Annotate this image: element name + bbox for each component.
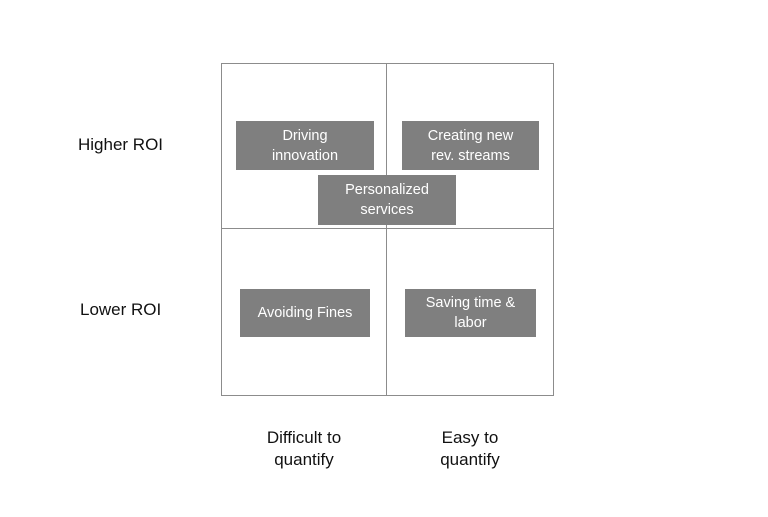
difficult-to-quantify-label: Difficult to quantify [239, 427, 369, 471]
creating-new-rev-streams-box: Creating new rev. streams [402, 121, 539, 170]
easy-to-quantify-line-1: Easy to [441, 428, 499, 447]
personalized-services-line-1: Personalized [345, 182, 429, 198]
saving-time-labor-box: Saving time & labor [405, 289, 536, 337]
driving-innovation-line-1: Driving [282, 127, 328, 144]
creating-new-rev-streams-line-2: rev. streams [431, 147, 510, 164]
easy-to-quantify-label: Easy to quantify [405, 427, 535, 471]
higher-roi-label: Higher ROI [78, 135, 164, 154]
avoiding-fines-line-1: Avoiding Fines [257, 305, 353, 321]
avoiding-fines-box: Avoiding Fines [240, 289, 370, 337]
personalized-services-box: Personalized services [318, 175, 456, 225]
creating-new-rev-streams-line-1: Creating new [427, 127, 514, 144]
driving-innovation-line-2: innovation [271, 147, 339, 164]
difficult-to-quantify-line-2: quantify [274, 450, 334, 469]
difficult-to-quantify-line-1: Difficult to [266, 428, 342, 447]
driving-innovation-box: Driving innovation [236, 121, 374, 170]
lower-roi-label: Lower ROI [80, 300, 162, 319]
personalized-services-line-2: services [360, 202, 414, 218]
easy-to-quantify-line-2: quantify [440, 450, 500, 469]
saving-time-labor-line-2: labor [454, 315, 487, 331]
saving-time-labor-line-1: Saving time & [425, 295, 516, 311]
